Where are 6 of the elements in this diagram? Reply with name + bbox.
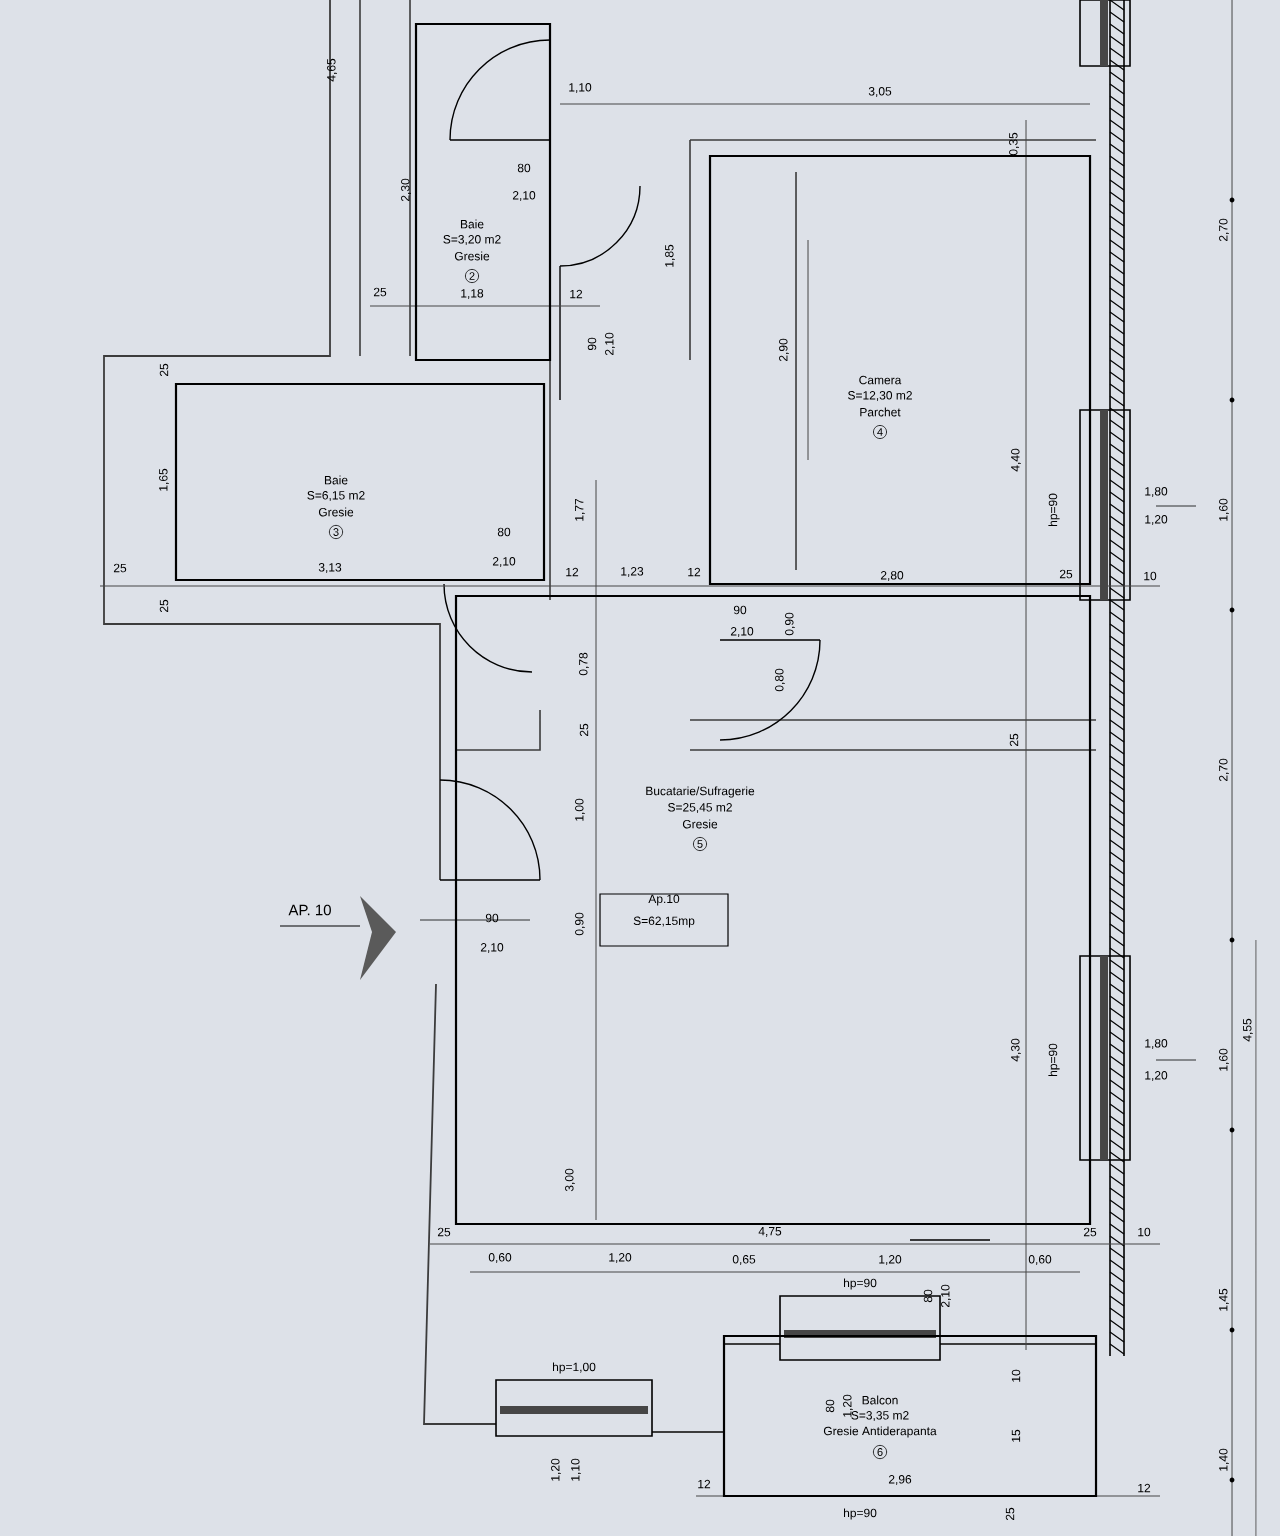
room xyxy=(722,1334,1098,1498)
room xyxy=(414,22,552,362)
room xyxy=(174,382,546,582)
room xyxy=(454,594,1092,1226)
apartment-box xyxy=(599,893,729,947)
room xyxy=(708,154,1092,586)
